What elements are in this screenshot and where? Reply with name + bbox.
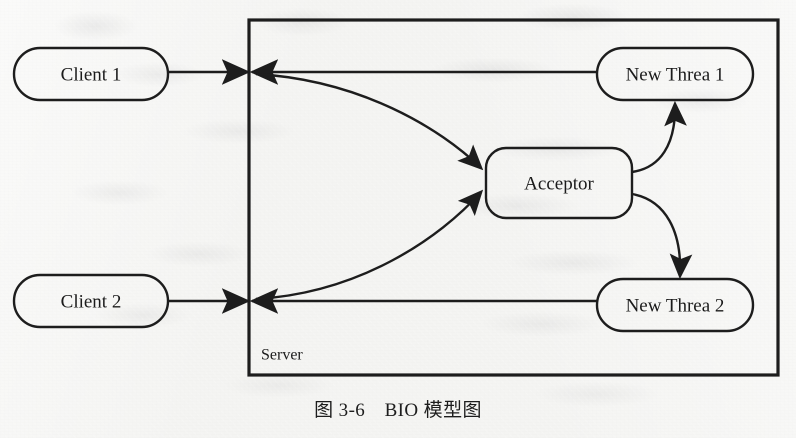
server-label: Server: [261, 347, 303, 364]
node-acceptor: Acceptor: [484, 146, 634, 220]
node-thread1-shape: [595, 46, 755, 102]
node-client1-shape: [12, 46, 170, 102]
server-boundary-rect: [247, 18, 780, 377]
node-thread1-label: New Threa 1: [626, 65, 725, 86]
edge-server-top-to-acceptor: [255, 72, 484, 171]
node-thread2: New Threa 2: [595, 277, 755, 333]
node-client2: Client 2: [12, 273, 170, 329]
node-thread2-label: New Threa 2: [626, 296, 725, 317]
edge-acceptor-to-thread1: [631, 100, 687, 174]
node-client1: Client 1: [12, 46, 170, 102]
figure-caption: 图 3-6 BIO 模型图: [314, 400, 482, 421]
node-client1-label: Client 1: [61, 65, 122, 86]
node-acceptor-shape: [484, 146, 634, 220]
node-client2-label: Client 2: [61, 292, 122, 313]
server-container: Server: [247, 18, 780, 377]
node-thread1: New Threa 1: [595, 46, 755, 102]
node-thread2-shape: [595, 277, 755, 333]
node-acceptor-label: Acceptor: [524, 174, 594, 195]
edge-server-bottom-to-acceptor: [255, 189, 484, 301]
node-client2-shape: [12, 273, 170, 329]
edge-acceptor-to-thread2: [631, 192, 693, 280]
